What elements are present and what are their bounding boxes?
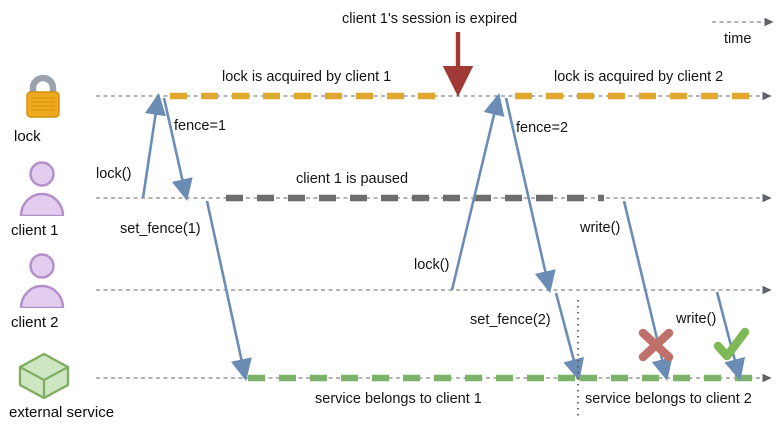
span-label-client-1-paused: client 1 is paused xyxy=(296,171,409,187)
actor-label-client-1: client 1 xyxy=(11,222,59,239)
session-expired-label: client 1's session is expired xyxy=(342,11,518,27)
message-lock-call-1 xyxy=(141,92,167,199)
message-label-set-fence-2-call: set_fence(2) xyxy=(470,312,551,328)
message-lock-call-2 xyxy=(450,92,505,291)
message-label-write-call-client1: write() xyxy=(580,220,621,236)
write-rejected-x xyxy=(638,328,674,362)
message-label-set-fence-1-call: set_fence(1) xyxy=(120,221,201,237)
span-label-lock-acquired-client-2: lock is acquired by client 2 xyxy=(554,69,724,85)
actor-label-client-2: client 2 xyxy=(11,314,59,331)
write-accepted-check xyxy=(713,327,750,361)
message-set-fence-1-call xyxy=(205,200,252,382)
actor-label-lock: lock xyxy=(14,128,41,145)
time-axis-label: time xyxy=(724,31,752,47)
message-label-lock-call-1: lock() xyxy=(96,166,132,182)
message-label-lock-call-2: lock() xyxy=(414,257,450,273)
message-label-write-call-client2: write() xyxy=(676,311,717,327)
message-write-call-client2 xyxy=(715,291,746,382)
span-label-lock-acquired-client-1: lock is acquired by client 1 xyxy=(222,69,392,85)
message-label-fence-1-reply: fence=1 xyxy=(174,118,227,134)
span-label-service-belongs-client-1: service belongs to client 1 xyxy=(315,391,482,407)
message-fence-2-reply xyxy=(504,97,556,294)
span-label-service-belongs-client-2: service belongs to client 2 xyxy=(585,391,752,407)
actor-label-external-service: external service xyxy=(9,404,115,421)
message-label-fence-2-reply: fence=2 xyxy=(516,120,569,136)
message-set-fence-2-call xyxy=(554,292,584,382)
message-fence-1-reply xyxy=(162,97,193,202)
